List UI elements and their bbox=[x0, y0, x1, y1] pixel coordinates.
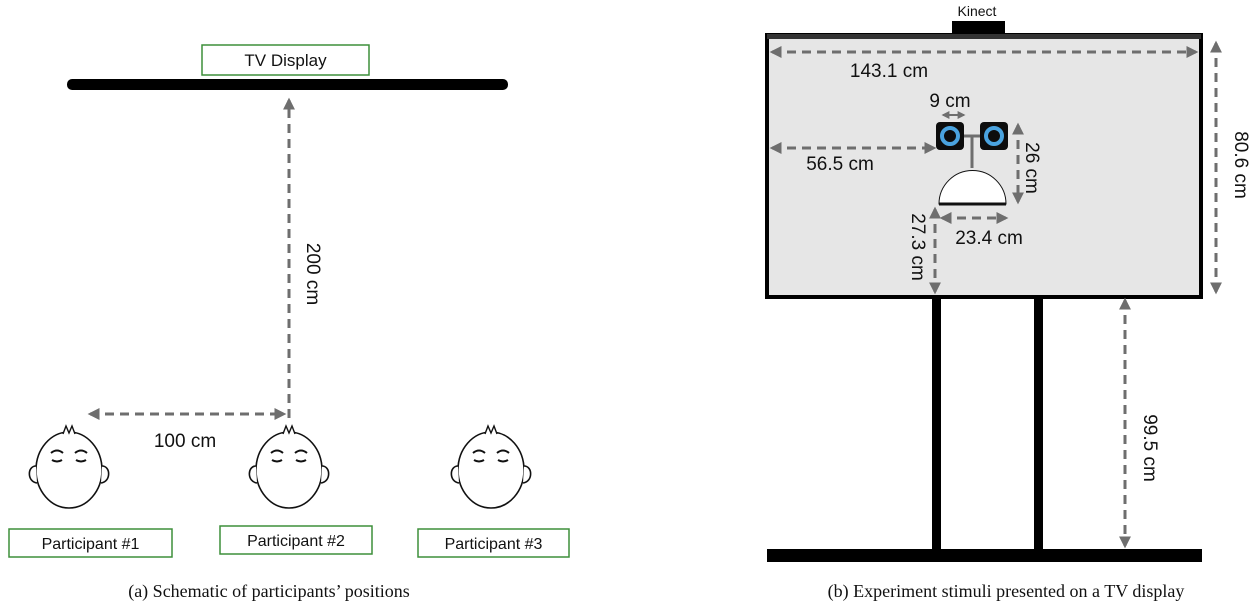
participant-1-head bbox=[28, 425, 110, 509]
stand-base bbox=[767, 549, 1202, 562]
right-eye-ring bbox=[984, 126, 1004, 146]
caption-b: (b) Experiment stimuli presented on a TV… bbox=[828, 581, 1185, 602]
tv-display-bar bbox=[67, 79, 508, 90]
participant-2-head bbox=[248, 425, 330, 509]
bottom-offset-label: 27.3 cm bbox=[907, 213, 928, 281]
height-label: 80.6 cm bbox=[1230, 131, 1251, 199]
participant-3-label: Participant #3 bbox=[445, 536, 543, 553]
left-eye-ring bbox=[940, 126, 960, 146]
width-label: 143.1 cm bbox=[850, 61, 928, 82]
participant-3-box bbox=[417, 528, 570, 558]
mouth-dome bbox=[938, 170, 1007, 205]
participant-1-label: Participant #1 bbox=[42, 536, 140, 553]
mouth-width-label: 23.4 cm bbox=[955, 228, 1023, 249]
tv-screen bbox=[765, 33, 1203, 299]
participant-3-head bbox=[450, 425, 532, 509]
participant-2-label: Participant #2 bbox=[247, 533, 345, 550]
tv-top-bezel bbox=[767, 34, 1201, 39]
tv-label-box bbox=[201, 44, 370, 76]
stand-height-label: 99.5 cm bbox=[1139, 414, 1160, 482]
participant-1-box bbox=[8, 528, 173, 558]
panel-a: TV Display 200 cm 100 cm Participant #1 … bbox=[8, 44, 570, 602]
stand-right-leg bbox=[1034, 297, 1043, 549]
stand-left-leg bbox=[932, 297, 941, 549]
eye-gap-label: 9 cm bbox=[929, 91, 970, 112]
panel-b: Kinect 143.1 cm 80.6 cm 9 cm 56.5 cm 26 … bbox=[765, 3, 1251, 602]
face-height-label: 26 cm bbox=[1021, 142, 1042, 194]
vertical-distance-label: 200 cm bbox=[302, 243, 323, 305]
tv-label: TV Display bbox=[244, 51, 327, 70]
caption-a: (a) Schematic of participants’ positions bbox=[128, 581, 410, 602]
left-offset-label: 56.5 cm bbox=[806, 154, 874, 175]
horizontal-distance-label: 100 cm bbox=[154, 431, 216, 452]
participant-2-box bbox=[219, 525, 373, 555]
kinect-label: Kinect bbox=[958, 3, 997, 19]
kinect-sensor bbox=[952, 21, 1005, 34]
